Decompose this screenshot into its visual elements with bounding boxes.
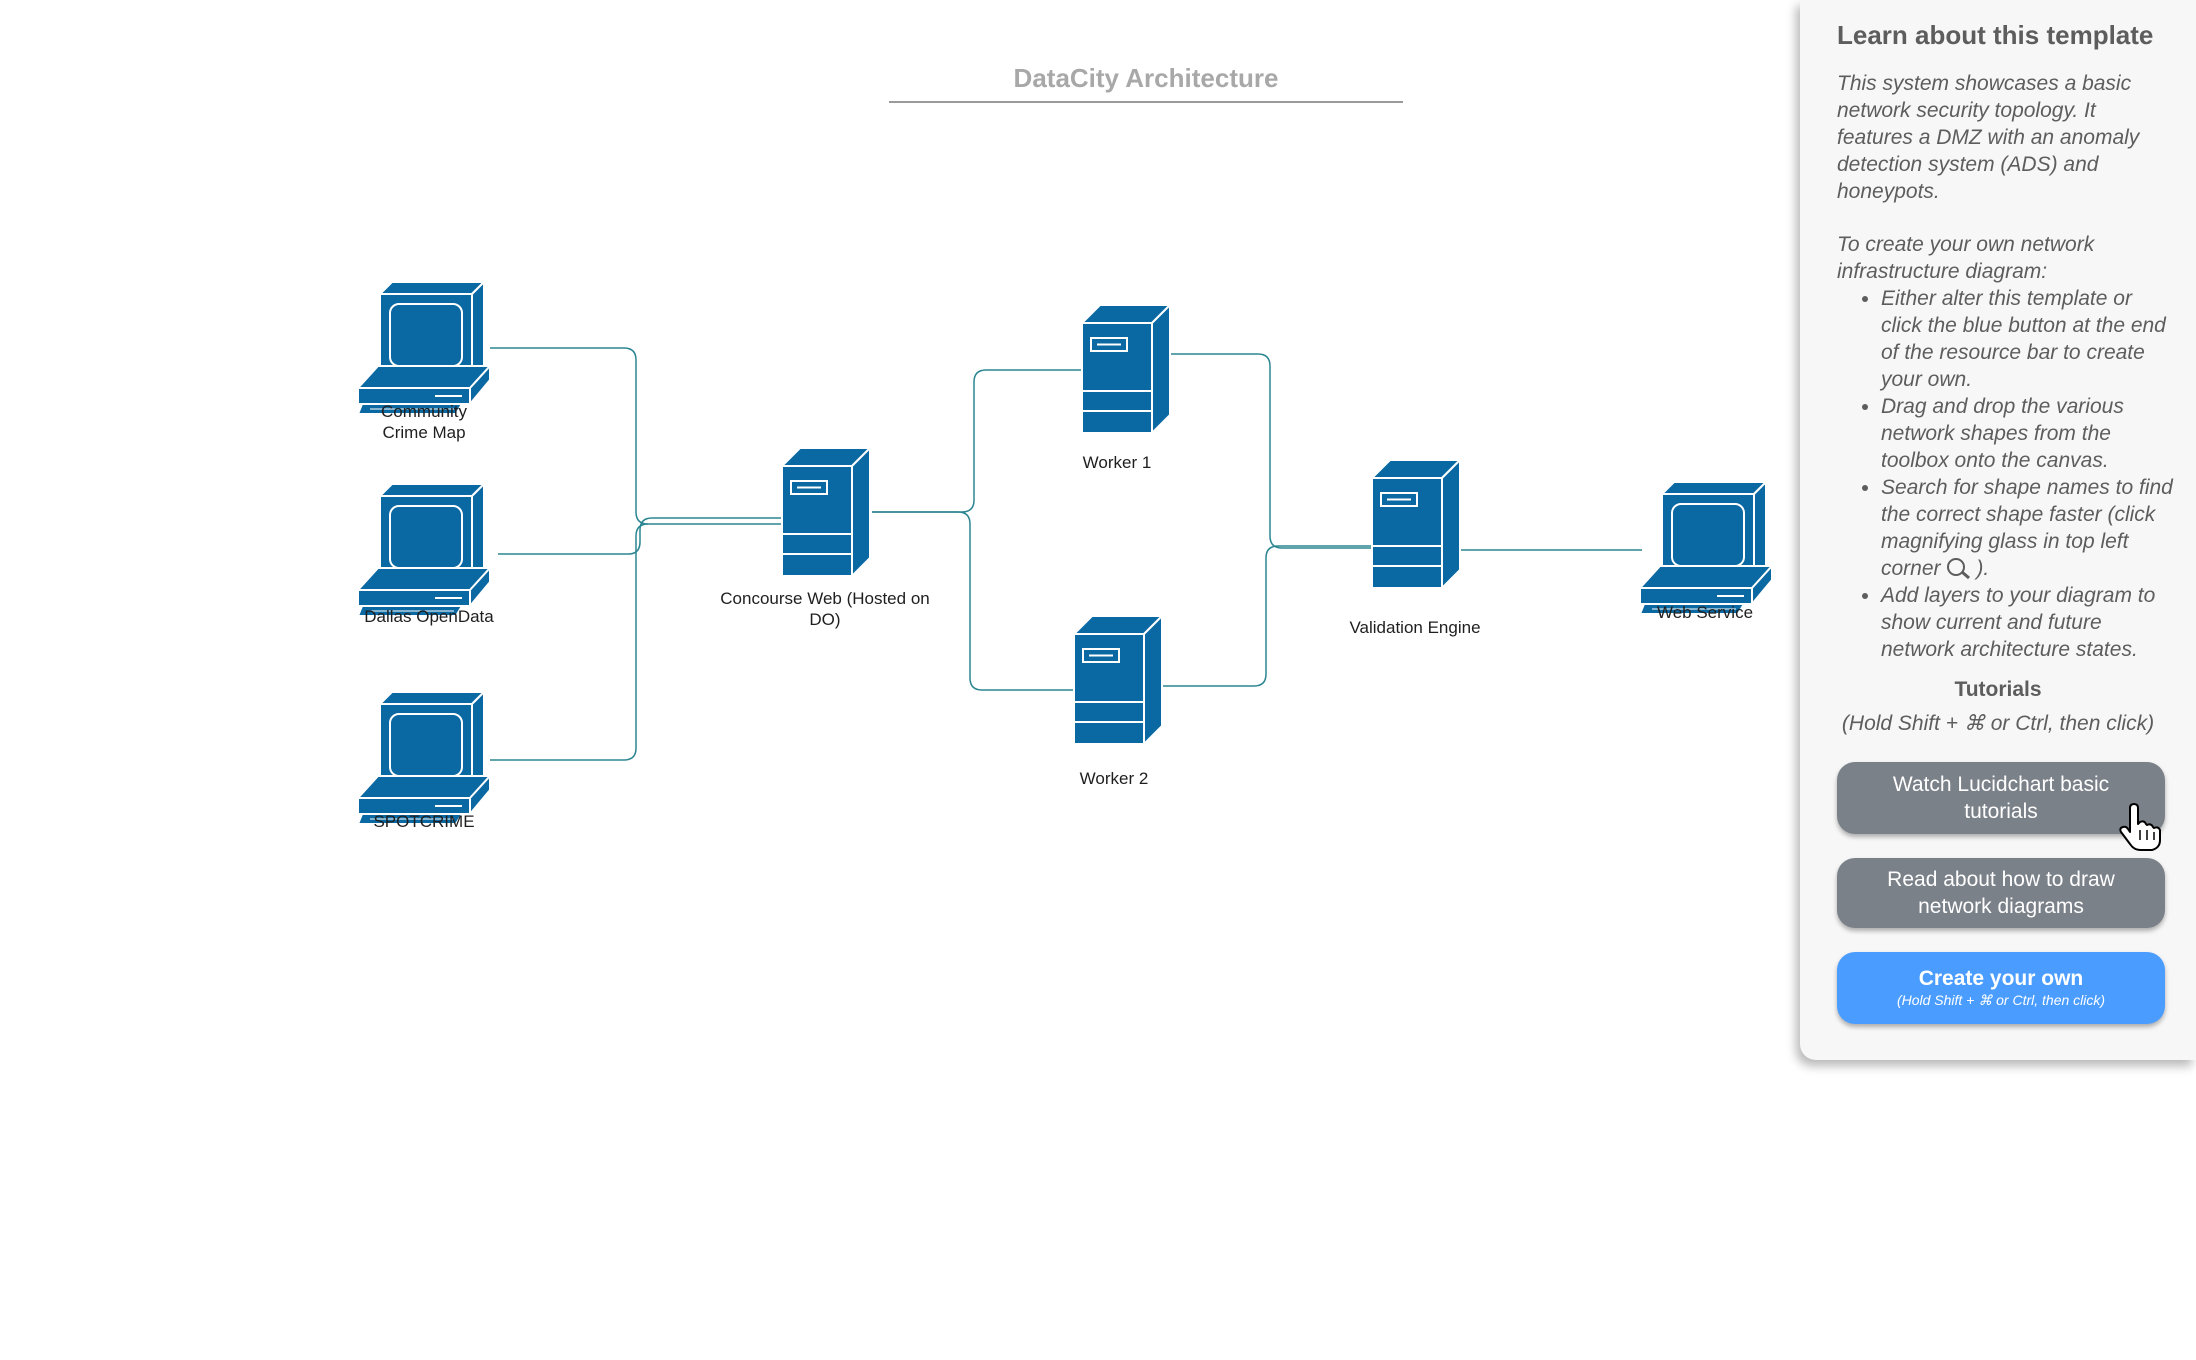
bullet-item: Search for shape names to find the corre…	[1881, 474, 2177, 582]
spotcrime-label[interactable]: SPOTCRIME	[373, 812, 475, 831]
create-your-own-label: Create your own	[1918, 967, 2084, 990]
create-your-own-hint: (Hold Shift + ⌘ or Ctrl, then click)	[1896, 992, 2106, 1008]
web-service-label[interactable]: Web Service	[1656, 603, 1754, 622]
dallas-opendata-label[interactable]: Dallas OpenData	[364, 607, 494, 626]
bullet-item: Add layers to your diagram to show curre…	[1881, 582, 2177, 663]
panel-title: Learn about this template	[1837, 20, 2154, 50]
magnifying-glass-icon	[1946, 557, 1976, 580]
spotcrime-computer-icon[interactable]	[357, 691, 491, 825]
connector-concourse-to-worker1	[872, 369, 1082, 513]
panel-intro-steps: To create your own network infrastructur…	[1837, 233, 2095, 283]
watch-tutorials-button[interactable]: Watch Lucidchart basic tutorials	[1837, 762, 2165, 834]
bullet-item-end: ).	[1976, 557, 1990, 580]
connector-spotcrime-to-concourse	[490, 523, 649, 761]
diagram-title[interactable]: DataCity Architecture	[1013, 63, 1279, 93]
worker-2-label[interactable]: Worker 2	[1079, 769, 1149, 788]
connector-concourse-to-worker2	[872, 511, 1074, 691]
worker-1-server-icon[interactable]	[1081, 304, 1171, 434]
panel-description: This system showcases a basic network se…	[1837, 70, 2177, 663]
validation-engine-label[interactable]: Validation Engine	[1349, 618, 1481, 637]
tutorials-heading: Tutorials	[1954, 678, 2042, 701]
connector-worker1-to-validation	[1170, 353, 1372, 549]
community-crime-map-label[interactable]: Community Crime Map	[381, 402, 467, 442]
watch-tutorials-label: Watch Lucidchart basic tutorials	[1892, 773, 2110, 823]
worker-2-server-icon[interactable]	[1073, 615, 1163, 745]
web-service-computer-icon[interactable]	[1639, 481, 1773, 615]
connector-dallas-to-concourse	[498, 517, 784, 555]
concourse-web-label[interactable]: Concourse Web (Hosted on DO)	[720, 589, 930, 629]
tutorials-hint: (Hold Shift + ⌘ or Ctrl, then click)	[1841, 712, 2155, 735]
bullet-item: Drag and drop the various network shapes…	[1881, 393, 2177, 474]
template-info-panel: Learn about this template This system sh…	[1800, 0, 2196, 1060]
worker-1-label[interactable]: Worker 1	[1082, 453, 1152, 472]
connector-community-to-concourse	[490, 347, 784, 525]
dallas-opendata-computer-icon[interactable]	[357, 483, 491, 617]
community-crime-map-computer-icon[interactable]	[357, 281, 491, 415]
read-network-diagrams-button[interactable]: Read about how to draw network diagrams	[1837, 858, 2165, 928]
bullet-item: Either alter this template or click the …	[1881, 285, 2177, 393]
validation-engine-server-icon[interactable]	[1371, 459, 1461, 589]
connector-worker2-to-validation	[1162, 545, 1372, 687]
read-network-diagrams-label: Read about how to draw network diagrams	[1887, 868, 2115, 918]
panel-intro: This system showcases a basic network se…	[1837, 72, 2140, 203]
bullet-item-text: Search for shape names to find the corre…	[1881, 476, 2173, 580]
title-underline	[889, 101, 1403, 103]
hand-pointer-cursor-icon	[2119, 803, 2161, 851]
concourse-web-server-icon[interactable]	[781, 447, 871, 577]
create-your-own-button[interactable]: Create your own (Hold Shift + ⌘ or Ctrl,…	[1837, 952, 2165, 1024]
panel-bullet-list: Either alter this template or click the …	[1837, 285, 2177, 663]
